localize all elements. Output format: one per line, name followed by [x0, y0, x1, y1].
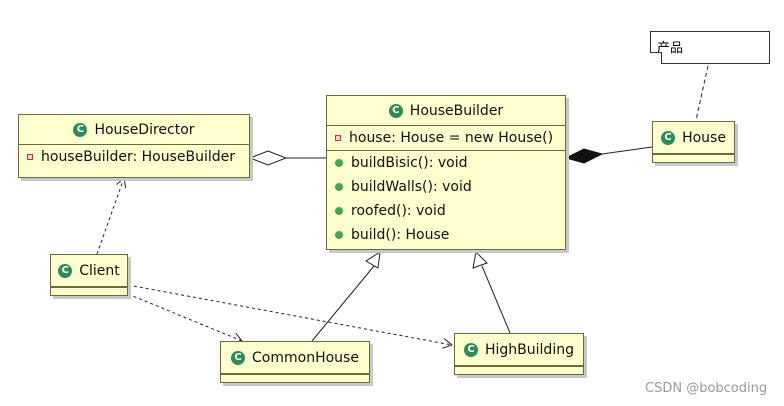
class-icon: C [58, 263, 73, 278]
dependency-client-commonhouse [127, 293, 242, 341]
note-text: 产品 [657, 41, 684, 56]
composition-diamond [564, 148, 604, 164]
class-icon: C [661, 130, 676, 145]
generalization-arrowhead-highbuilding [472, 250, 488, 269]
class-name: CommonHouse [252, 349, 359, 366]
class-header: C HouseBuilder [327, 96, 565, 126]
generalization-arrowhead-commonhouse [365, 251, 381, 269]
class-house[interactable]: C House [652, 121, 735, 163]
attribute-section: house: House = new House() [327, 126, 565, 151]
product-note[interactable]: 产品 [650, 31, 770, 64]
class-header: C HouseDirector [19, 115, 249, 145]
class-header: C HighBuilding [455, 334, 583, 366]
class-house-director[interactable]: C HouseDirector houseBuilder: HouseBuild… [18, 114, 250, 178]
class-icon: C [388, 103, 403, 118]
dependency-client-highbuilding [127, 284, 452, 345]
class-header: C Client [51, 255, 127, 287]
class-header: C House [653, 122, 734, 154]
class-name: HouseBuilder [409, 102, 504, 119]
private-field-icon [27, 154, 33, 160]
operation-text: build(): House [351, 227, 450, 243]
empty-compartment [221, 374, 369, 380]
class-header: C CommonHouse [221, 342, 369, 374]
class-name: HighBuilding [485, 341, 574, 358]
dependency-client-director [96, 178, 124, 255]
class-icon: C [73, 122, 88, 137]
attribute-row: houseBuilder: HouseBuilder [19, 145, 249, 169]
public-method-icon [335, 207, 343, 215]
operation-row: buildBisic(): void [327, 151, 565, 175]
class-high-building[interactable]: C HighBuilding [454, 333, 584, 375]
operation-row: build(): House [327, 223, 565, 247]
composition-line [601, 146, 653, 155]
class-common-house[interactable]: C CommonHouse [220, 341, 370, 383]
class-house-builder[interactable]: C HouseBuilder house: House = new House(… [326, 95, 566, 250]
watermark: CSDN @bobcoding [645, 381, 768, 396]
attribute-row: house: House = new House() [327, 126, 565, 150]
operation-text: buildBisic(): void [351, 155, 468, 171]
class-name: Client [79, 262, 120, 279]
note-anchor-line [695, 65, 709, 121]
generalization-commonhouse [311, 265, 375, 342]
class-client[interactable]: C Client [50, 254, 128, 296]
attribute-text: house: House = new House() [349, 130, 554, 146]
public-method-icon [335, 183, 343, 191]
class-name: House [682, 129, 726, 146]
operation-row: roofed(): void [327, 199, 565, 223]
public-method-icon [335, 159, 343, 167]
generalization-highbuilding [481, 265, 511, 334]
class-name: HouseDirector [94, 121, 195, 138]
operation-text: buildWalls(): void [351, 179, 472, 195]
empty-compartment [455, 366, 583, 372]
operation-row: buildWalls(): void [327, 175, 565, 199]
note-fold-corner [650, 52, 662, 64]
class-icon: C [231, 350, 246, 365]
public-method-icon [335, 231, 343, 239]
aggregation-diamond [248, 150, 288, 166]
operation-text: roofed(): void [351, 203, 446, 219]
operation-section: buildBisic(): void buildWalls(): void ro… [327, 151, 565, 247]
empty-compartment [653, 154, 734, 160]
private-field-icon [335, 135, 341, 141]
class-icon: C [464, 342, 478, 357]
attribute-text: houseBuilder: HouseBuilder [41, 149, 236, 165]
empty-compartment [51, 287, 127, 293]
